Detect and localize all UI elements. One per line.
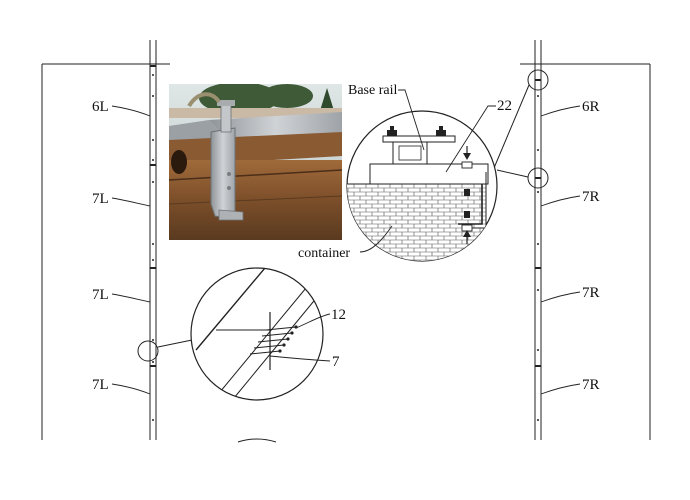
bottom-partial-circle <box>237 438 277 443</box>
screws <box>249 326 297 355</box>
right-callout-circle-top <box>527 69 549 91</box>
label-7l-3: 7L <box>92 377 109 393</box>
clamp-fixing-photo <box>169 84 342 240</box>
label-7: 7 <box>332 354 340 370</box>
label-base-rail: Base rail <box>348 83 397 98</box>
label-7l-2: 7L <box>92 287 109 303</box>
left-rail-holes <box>152 74 154 421</box>
label-7r-3: 7R <box>582 377 600 393</box>
base-rail-detail <box>346 89 498 262</box>
label-22: 22 <box>497 98 512 114</box>
label-6l: 6L <box>92 99 109 115</box>
label-6r: 6R <box>582 99 600 115</box>
left-callout-circle <box>137 340 159 362</box>
label-7l-1: 7L <box>92 191 109 207</box>
right-panel <box>493 40 651 440</box>
left-panel <box>41 40 170 440</box>
label-7r-1: 7R <box>582 189 600 205</box>
right-rail-marks <box>535 79 541 367</box>
left-rail-marks <box>150 65 156 367</box>
base-rail-block <box>369 163 489 185</box>
right-callout-circle-mid <box>527 167 549 189</box>
label-container: container <box>298 246 350 261</box>
label-12: 12 <box>331 307 346 323</box>
left-leaders <box>111 105 151 395</box>
right-rail-holes <box>537 95 539 421</box>
rail-section-detail <box>137 267 331 401</box>
right-leaders <box>540 105 581 395</box>
label-7r-2: 7R <box>582 285 600 301</box>
trees <box>199 84 335 114</box>
